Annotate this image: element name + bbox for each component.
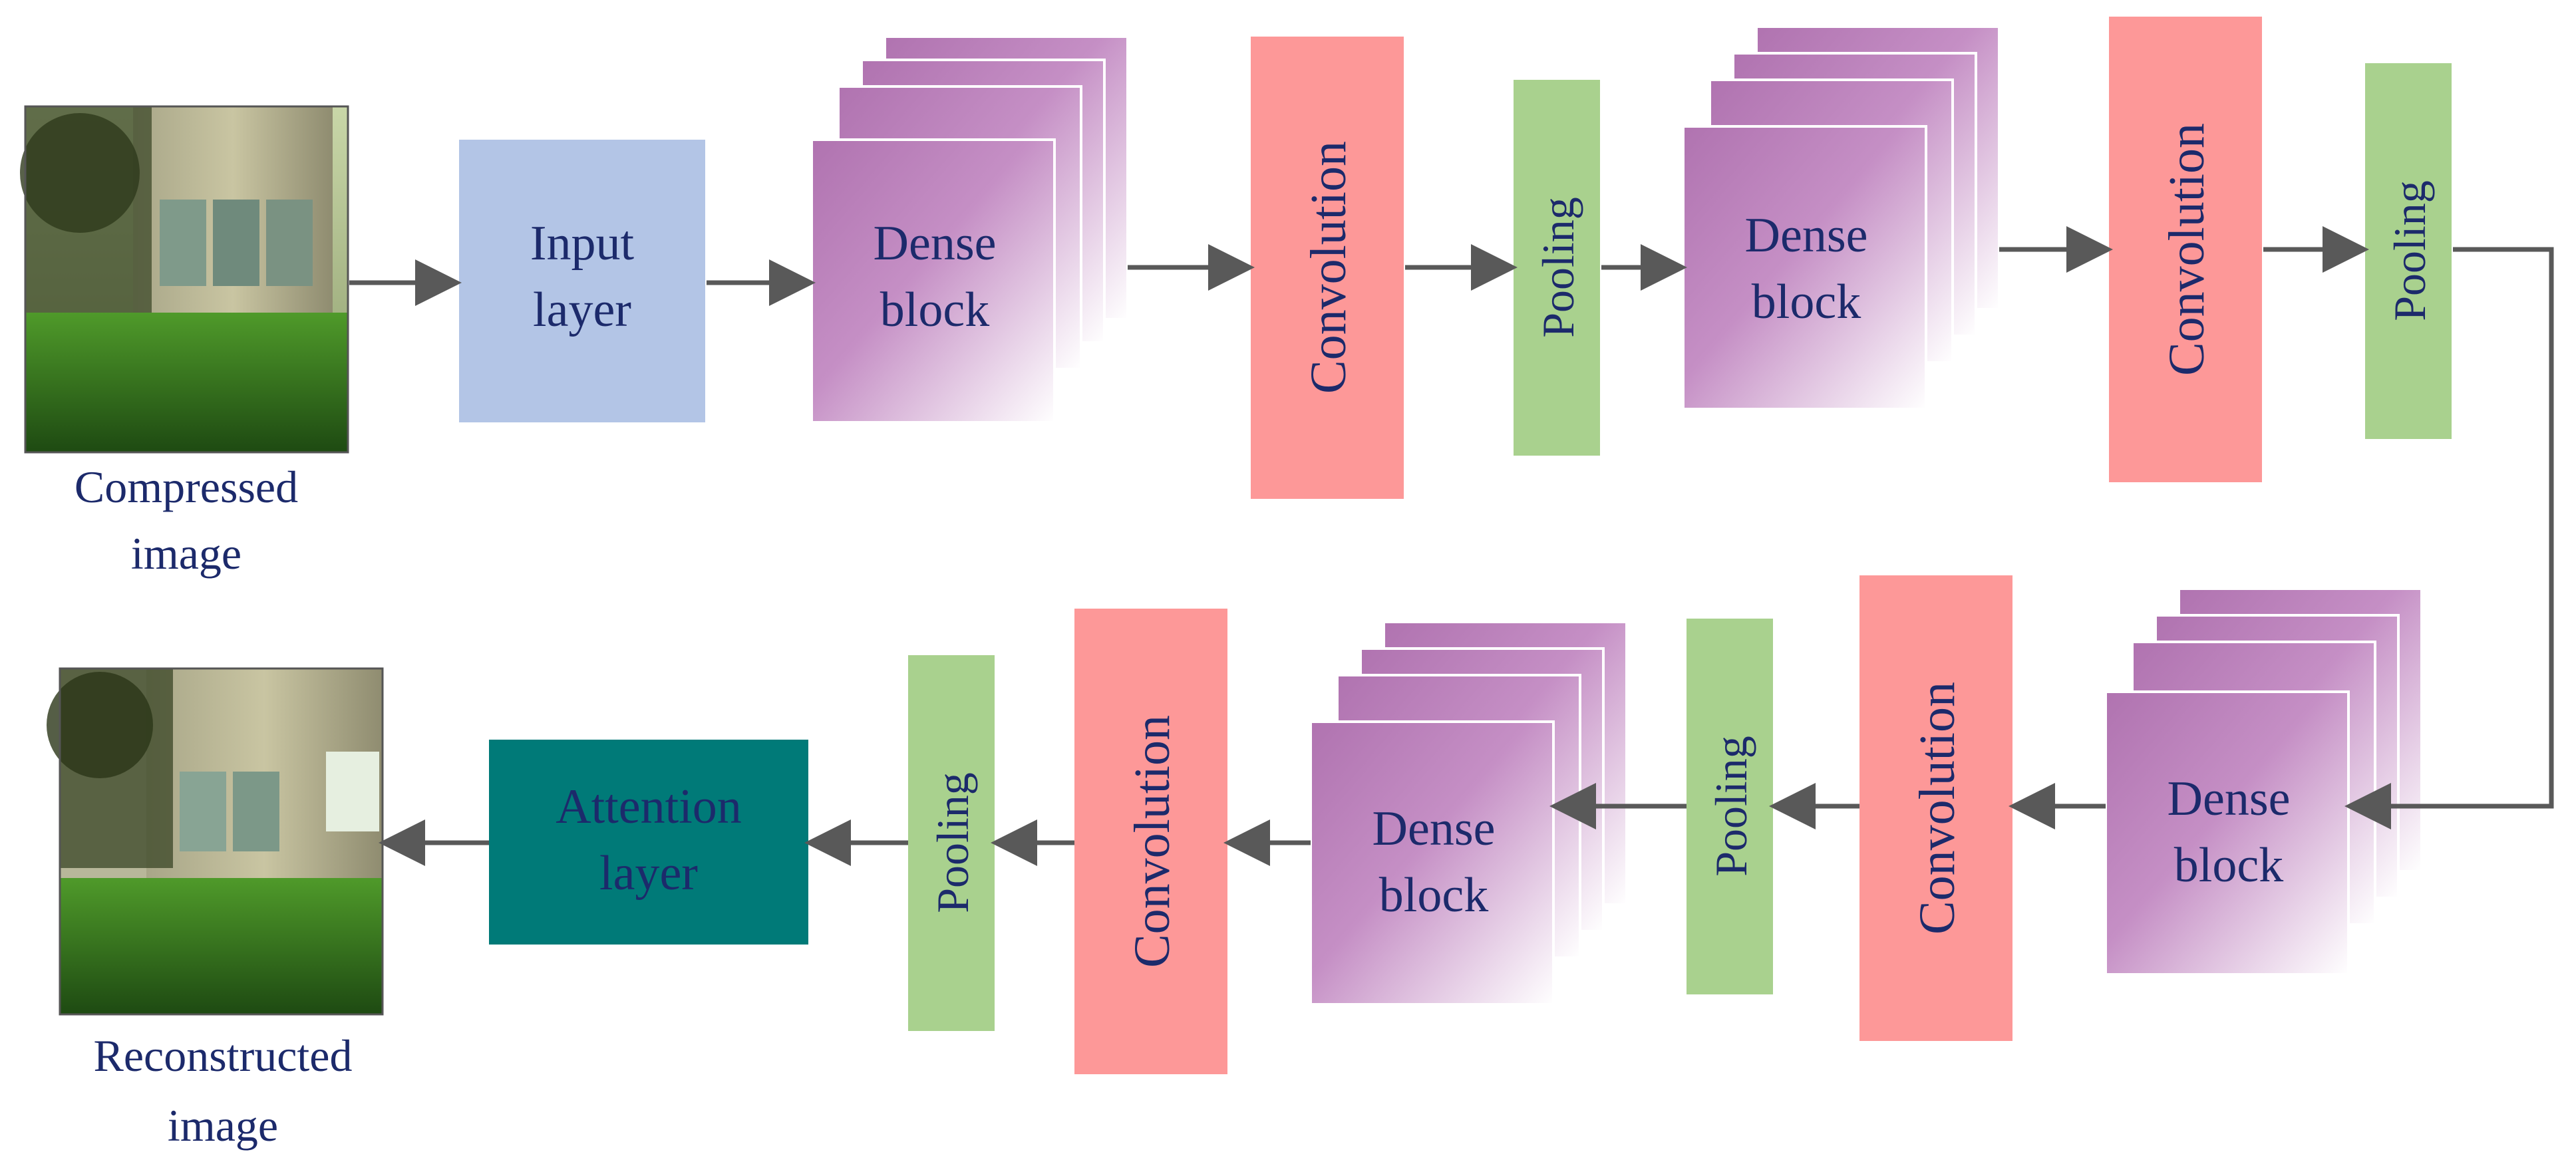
dense-block-4-label-line2: block — [1379, 868, 1488, 923]
dense-block-3-label-line1: Dense — [2168, 772, 2291, 826]
attention-layer-label-line2: layer — [599, 846, 698, 901]
pooling-2-label: Pooling — [2384, 180, 2435, 321]
dense-block-3-label-line2: block — [2174, 838, 2283, 893]
pooling-3-box — [1687, 619, 1773, 994]
reconstructed-image-label-line2: image — [168, 1100, 278, 1151]
convolution-1-box — [1251, 37, 1404, 499]
dense-block-4-label-line1: Dense — [1372, 802, 1496, 856]
pooling-1-box — [1514, 80, 1600, 456]
dense-block-2-label-line2: block — [1752, 275, 1861, 329]
dense-block-2-label-line1: Dense — [1745, 208, 1868, 263]
reconstructed-image — [47, 667, 384, 1016]
dense-block-1-label-line2: block — [880, 283, 989, 337]
attention-layer-label-line1: Attention — [556, 780, 742, 834]
convolution-3-box — [1859, 575, 2012, 1041]
convolution-2-label: Convolution — [2159, 123, 2215, 376]
convolution-4-box — [1074, 609, 1227, 1074]
compressed-image — [20, 105, 349, 454]
input-layer-label-line1: Input — [530, 216, 635, 271]
arrow-pool2-to-dense3 — [2344, 247, 2554, 829]
pooling-4-label: Pooling — [927, 772, 978, 913]
reconstructed-image-label-line1: Reconstructed — [94, 1030, 353, 1081]
convolution-4-label: Convolution — [1124, 715, 1180, 968]
convolution-3-label: Convolution — [1909, 682, 1965, 935]
convolution-1-label: Convolution — [1301, 141, 1357, 394]
pooling-1-label: Pooling — [1533, 197, 1583, 338]
input-layer-label-line2: layer — [533, 283, 631, 337]
pooling-4-box — [908, 655, 995, 1031]
dense-block-1 — [810, 35, 1129, 424]
pooling-2-box — [2365, 63, 2452, 439]
attention-layer-box — [489, 740, 808, 945]
compressed-image-label-line2: image — [131, 528, 242, 579]
dense-block-1-label-line1: Dense — [874, 216, 997, 271]
convolution-2-box — [2109, 17, 2262, 482]
pooling-3-label: Pooling — [1706, 736, 1756, 877]
dense-block-4 — [1309, 621, 1628, 1006]
input-layer-box — [459, 140, 705, 422]
compressed-image-label-line1: Compressed — [75, 462, 298, 512]
